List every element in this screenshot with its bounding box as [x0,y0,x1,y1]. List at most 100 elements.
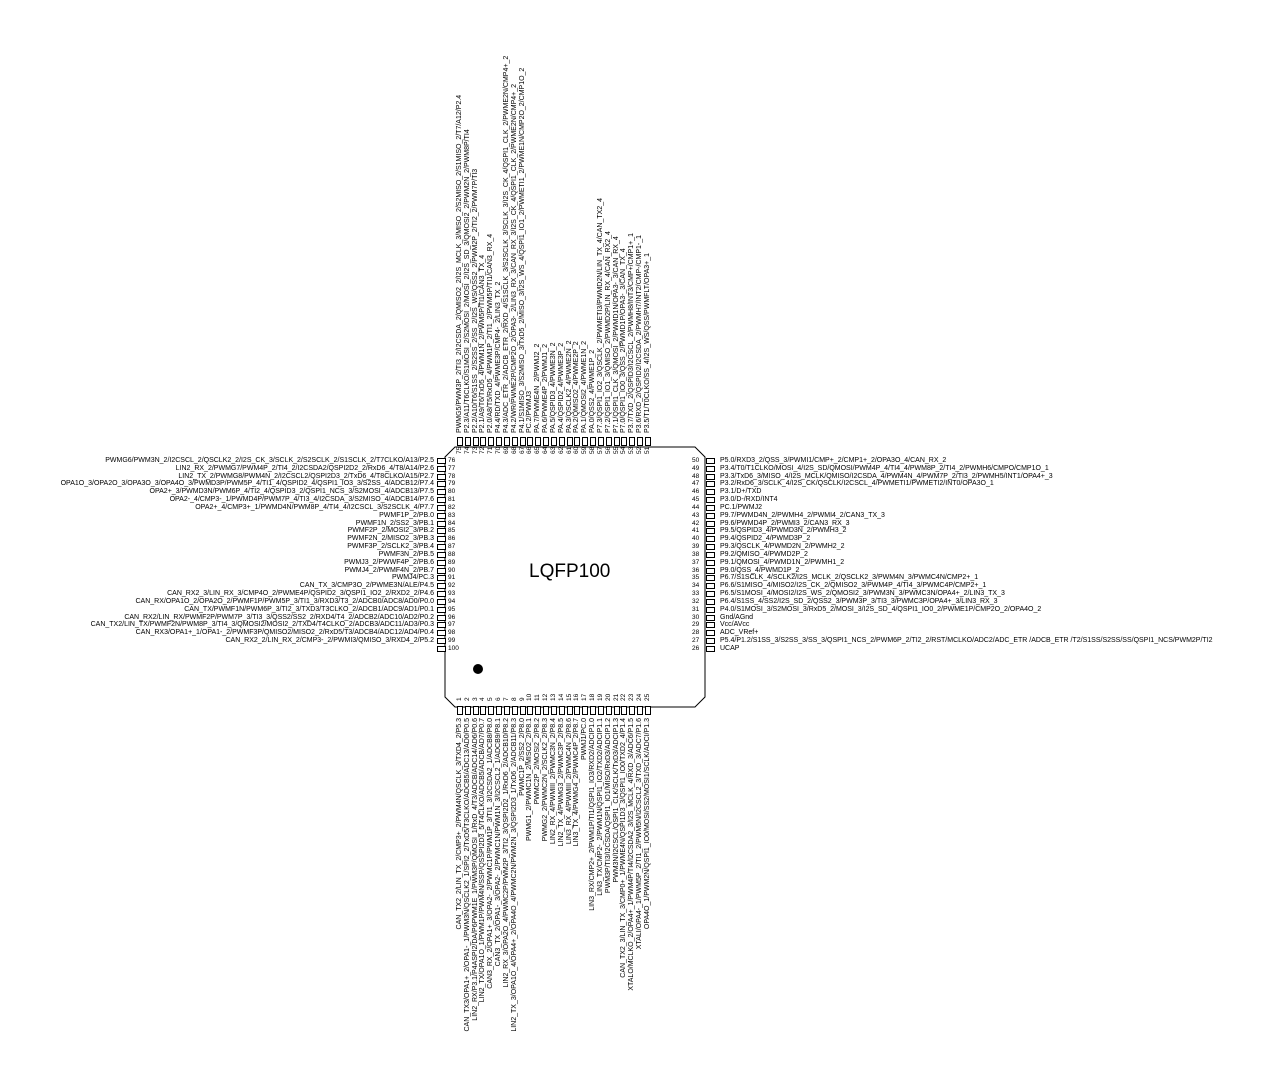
pin-54 [621,437,628,446]
pin-number-70: 70 [495,446,503,454]
pin-label-13: LIN2_RX_4/PWMIII_2/PWMC3N_2/P8.4 [549,718,557,845]
pin-number-28: 28 [692,629,700,637]
pin-59 [582,437,589,446]
pin-label-97: CAN_TX2/LIN_TX/PWMF2N/PWM8P_3/TI4_3/QMOS… [90,621,434,629]
pin-77 [437,465,446,472]
pin-label-7: LIN2_RX_3/OPA2O_4/PWMC2P/PWM2P_3/TI2_3/Q… [502,718,510,988]
pin-57 [597,437,604,446]
pin-number-98: 98 [448,629,456,637]
pin-number-96: 96 [448,613,456,621]
pin-label-28: ADC_VRef+ [720,629,759,637]
pin-number-60: 60 [573,446,581,454]
pin-number-35: 35 [692,574,700,582]
pin-58 [590,437,597,446]
pin-94 [437,598,446,605]
pin-number-90: 90 [448,566,456,574]
pin-16 [574,706,581,715]
pin-number-48: 48 [692,472,700,480]
pin-label-56: P7.2/QSPI1_IO1_3/QMISO_2/PWMD2P/LIN_RX_4… [604,231,612,433]
pin-51 [644,437,651,446]
pin-number-31: 31 [692,605,700,613]
pin-25 [644,706,651,715]
pin-label-75: PWMG5/PWM3P_2/TI3_2/I2CSDA_2/QMISO2_2/I2… [456,94,463,433]
pin-53 [629,437,636,446]
pin-88 [437,551,446,558]
pin-28 [706,630,715,637]
pin-85 [437,528,446,535]
pin-61 [566,437,573,446]
pin-number-12: 12 [542,693,550,701]
pin-label-69: P4.3/ADC_ETR_2/ADCB_ETR_2/RXD_4/S1SCLK_3… [502,55,510,433]
pin-label-84: PWMF1N_2/SS2_3/PB.1 [355,519,434,527]
pin-13 [550,706,557,715]
pin-number-47: 47 [692,480,700,488]
pin-number-80: 80 [448,488,456,496]
pin-label-2: CAN_TX3/OPA1+_2/OPA1-_1/PWM3N/QSCLK2_1/S… [463,718,471,1032]
pin-label-59: PA.1/QMOSI2_4/PWME1N_2 [581,340,589,433]
pin-number-6: 6 [495,697,503,701]
pin-number-7: 7 [502,697,510,701]
pin-81 [437,497,446,504]
pin-93 [437,591,446,598]
pin-5 [488,706,495,715]
pin-label-61: PA.3/QSCLK2_4/PWME2N_2 [565,340,573,433]
pin-47 [706,481,715,488]
pin-71 [488,437,495,446]
pin-82 [437,504,446,511]
pin-label-14: LIN2_TX_4/PWMG3_2/PWMC3P_2/P8.5 [557,718,565,847]
pin-label-6: CAN3_TX_2/OPA1-_3/OPA2-_2/PWMC1N/PWM1N_3… [495,718,503,967]
pin-label-42: P9.6/PWMD4P_2/PWMI3_2/CAN3_RX_3 [720,519,850,527]
pin-label-48: P3.3/TxD6_3/MISO_4/I2S_MCLK/QMISO/I2CSDA… [720,472,1053,480]
pin-number-33: 33 [692,590,700,598]
pin-number-99: 99 [448,637,456,645]
pin-33 [706,591,715,598]
pin-68 [511,437,518,446]
pin-31 [706,606,715,613]
pin-label-72: P2.1/A9/T6/TxD5_4/PWM1N_2/PWM5P/TI1/CAN3… [479,254,487,433]
pin-label-80: OPA2+_3/PWMD3N/PWM6P_4/TI2_4/QSPID3_2/QS… [149,488,434,496]
pin-4 [480,706,487,715]
pin-98 [437,630,446,637]
pin-number-51: 51 [643,446,651,454]
pin-number-29: 29 [692,621,700,629]
pin-number-65: 65 [534,446,542,454]
pin-number-13: 13 [549,693,557,701]
pin-number-91: 91 [448,574,456,582]
pin-72 [480,437,487,446]
pin-label-27: P5.4/P1.2/S1SS_3/S2SS_3/SS_3/QSPI1_NCS_2… [720,637,1213,645]
pin-12 [543,706,550,715]
pin-92 [437,583,446,590]
pin-number-52: 52 [636,446,644,454]
pin-number-77: 77 [448,464,456,472]
pin-26 [706,645,715,652]
pin-label-91: PWMJ4/PC.3 [391,574,434,582]
pin-9 [519,706,526,715]
pin-number-68: 68 [510,446,518,454]
pin-48 [706,473,715,480]
pin-label-65: PA.7/PWME4N_2/PWMJ2_2 [534,343,542,433]
pin-label-63: PA.5/QSPID3_4/PWME3N_2 [549,342,557,433]
pin-86 [437,536,446,543]
pin-label-95: CAN_TX/PWMF1N/PWM6P_3/TI2_3/TXD3/T3CLKO_… [184,605,434,613]
pin-35 [706,575,715,582]
package-title: LQFP100 [529,561,611,582]
pin-45 [706,497,715,504]
pin-label-70: P4.4/RD/TXD_4/PWME3P/CMP4-_2/LIN3_TX_2 [495,281,503,433]
pin-label-18: LIN3_RX/CMP2+_2/PWM1P/TI1/QSPI1_IO3/RXD2… [589,718,597,911]
pin-label-8: LIN2_TX_3/OPA1O_4/OPA4+_2/OPA4O_4/PWMC2N… [510,718,518,1032]
pin-3 [472,706,479,715]
pin-number-62: 62 [557,446,565,454]
pin-number-88: 88 [448,550,456,558]
pin-76 [437,458,446,464]
pin-label-31: P4.0/S1MOSI_3/S2MOSI_3/RxD5_2/MOSI_3/I2S… [720,605,1042,613]
pin-number-50: 50 [692,457,700,464]
pin-label-40: P9.4/QSPID2_4/PWMD3P_2 [720,535,811,543]
pin-8 [511,706,518,715]
pin-63 [550,437,557,446]
pin-label-66: PC.2/PWMJ3 [526,390,534,433]
pin-number-30: 30 [692,613,700,621]
pin-label-24: XTALI/OPA4-_1/PWM5P_2/TI1_2/PWM5N/I2CSCL… [636,718,644,950]
pin-70 [496,437,503,446]
pin-2 [464,706,471,715]
